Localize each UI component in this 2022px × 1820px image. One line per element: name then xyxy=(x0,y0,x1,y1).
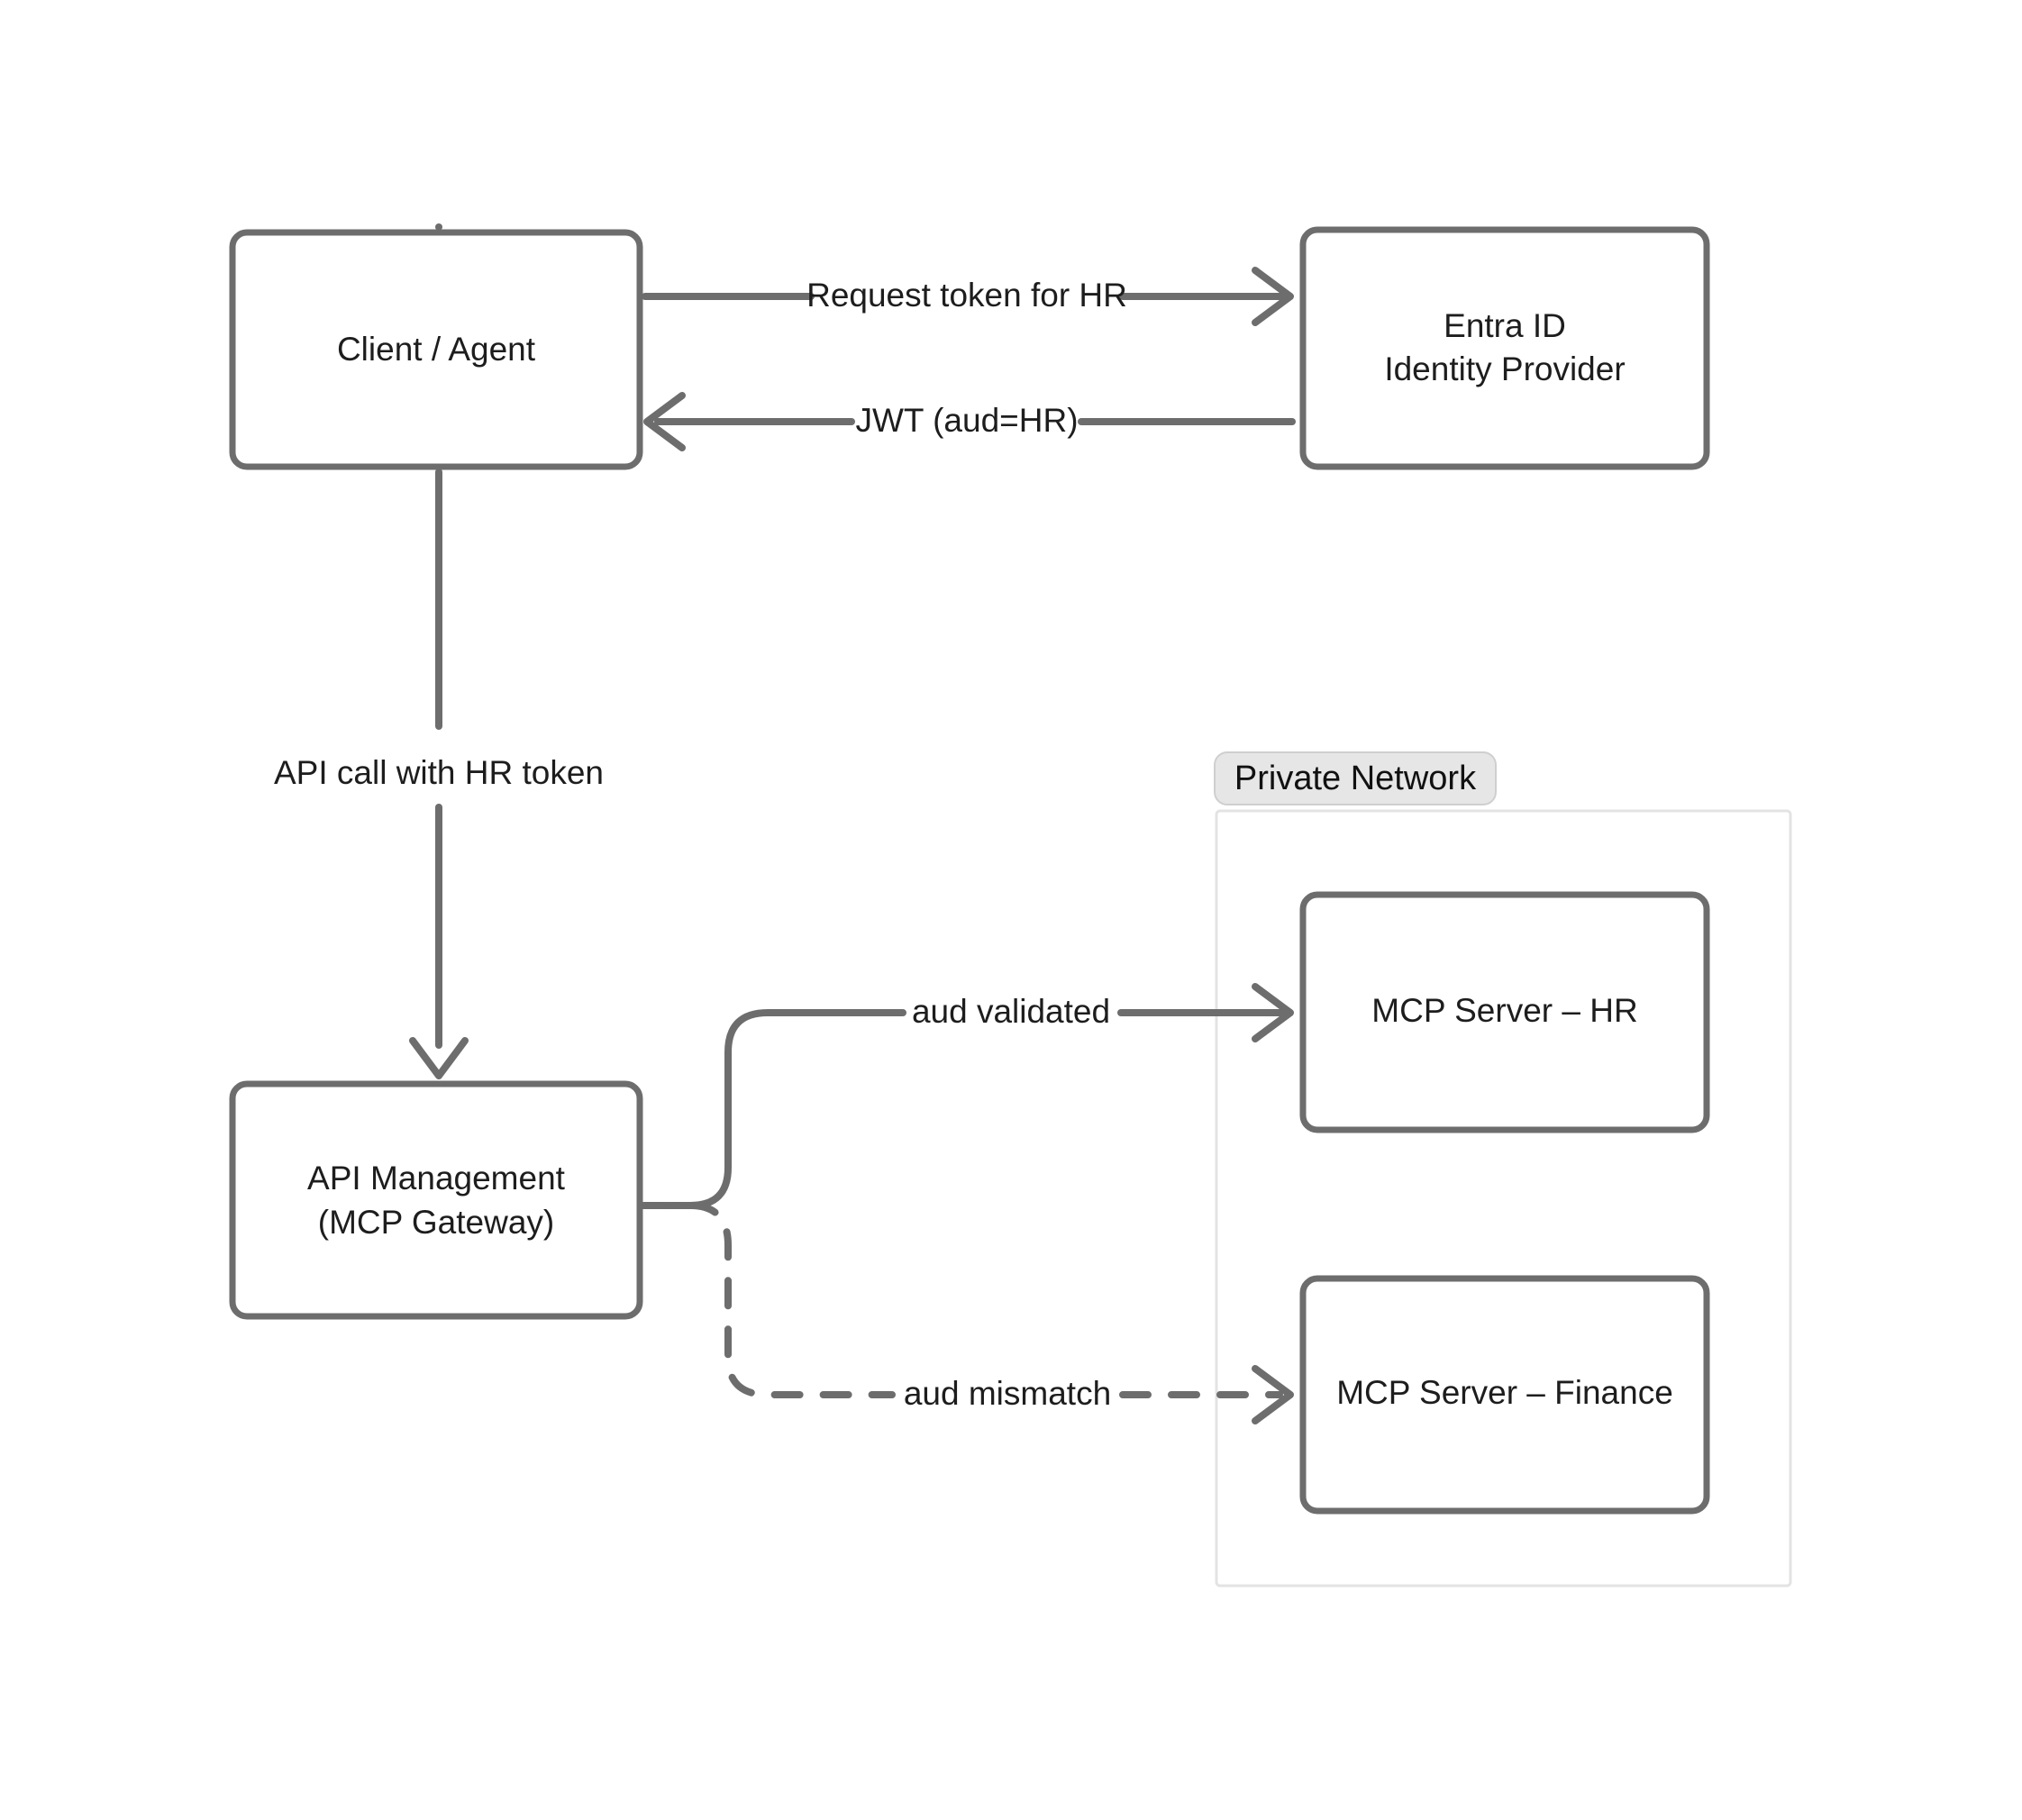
edge-label-aud-mismatch: aud mismatch xyxy=(904,1375,1111,1412)
entra-id-box[interactable] xyxy=(1299,226,1710,470)
arrow-head-icon xyxy=(643,392,686,451)
node-entra-id[interactable]: Entra ID Identity Provider xyxy=(1299,226,1710,470)
entra-id-label-line1: Entra ID xyxy=(1444,307,1566,344)
edge-aud-mismatch-elbow xyxy=(639,1202,896,1398)
edge-label-jwt-response: JWT (aud=HR) xyxy=(855,402,1078,439)
node-mcp-server-finance[interactable]: MCP Server – Finance xyxy=(1299,1275,1710,1515)
arrow-head-icon xyxy=(1252,1365,1294,1424)
edge-label-api-call: API call with HR token xyxy=(274,754,604,791)
api-management-label-line2: (MCP Gateway) xyxy=(318,1204,555,1241)
node-api-management[interactable]: API Management (MCP Gateway) xyxy=(229,1080,643,1320)
edge-aud-validated: aud validated xyxy=(639,983,1294,1209)
edge-jwt-response: JWT (aud=HR) xyxy=(643,392,1296,451)
private-network-label: Private Network xyxy=(1234,760,1477,797)
edge-request-token: Request token for HR xyxy=(642,267,1294,326)
edge-aud-mismatch: aud mismatch xyxy=(639,1202,1294,1424)
mcp-server-hr-label: MCP Server – HR xyxy=(1371,992,1637,1029)
private-network-label-pill xyxy=(1214,751,1497,805)
arrow-head-icon xyxy=(1252,983,1294,1042)
edge-aud-validated-elbow xyxy=(639,1009,906,1209)
edge-label-request-token: Request token for HR xyxy=(806,277,1127,314)
client-agent-label: Client / Agent xyxy=(337,331,536,368)
arrow-head-icon xyxy=(409,1037,469,1079)
node-mcp-server-hr[interactable]: MCP Server – HR xyxy=(1299,891,1710,1133)
api-management-label-line1: API Management xyxy=(307,1160,566,1197)
mcp-server-finance-label: MCP Server – Finance xyxy=(1336,1374,1673,1411)
entra-id-label-line2: Identity Provider xyxy=(1384,350,1625,387)
mcp-server-hr-box[interactable] xyxy=(1299,891,1710,1133)
edge-api-call: API call with HR token xyxy=(274,223,604,1079)
edge-label-aud-validated: aud validated xyxy=(912,993,1110,1030)
arrow-head-icon xyxy=(1252,267,1294,326)
mcp-server-finance-box[interactable] xyxy=(1299,1275,1710,1515)
api-management-box[interactable] xyxy=(229,1080,643,1320)
node-client-agent[interactable]: Client / Agent xyxy=(229,229,643,470)
client-agent-box[interactable] xyxy=(229,229,643,470)
